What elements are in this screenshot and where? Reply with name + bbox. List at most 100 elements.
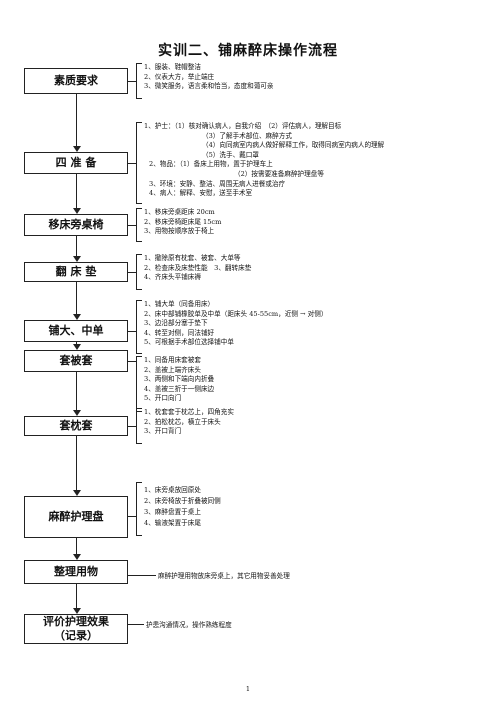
- step-items-flip-mattress: 1、撤除原有枕套、被套、大单等 2、检查床及床垫性能 3、翻转床垫 4、齐床头平…: [144, 254, 251, 283]
- list-item: 2、床中部铺橡胶单及中单（距床头 45-55cm，近侧 → 对侧）: [144, 309, 328, 318]
- connector-line: [128, 163, 136, 164]
- page-title: 实训二、铺麻醉床操作流程: [158, 43, 338, 59]
- list-item: 1、床旁桌放回原处: [144, 486, 201, 494]
- arrow-down-icon: [73, 146, 81, 152]
- step-label: 评价护理效果 （记录）: [43, 615, 109, 642]
- step-items-sheets: 1、铺大单（同备用床） 2、床中部铺橡胶单及中单（距床头 45-55cm，近侧 …: [144, 300, 327, 348]
- step-items-move-table: 1、移床旁桌距床 20cm 2、移床旁椅距床尾 15cm 3、用物按顺序放于椅上: [144, 208, 221, 237]
- flow-line: [76, 94, 77, 150]
- step-items-prepare: 1、护士：（1）核对确认病人，自我介绍 （2）评估病人，理解目标 （3）了解手术…: [144, 122, 384, 199]
- step-items-pillow-case: 1、枕套套于枕芯上，四角充实 2、拍松枕芯，横立于床头 3、开口背门: [144, 408, 234, 437]
- step-box-flip-mattress: 翻 床 垫: [24, 262, 128, 282]
- flow-line: [76, 282, 77, 318]
- step-box-pillow-case: 套枕套: [24, 416, 128, 436]
- list-item: 2、检查床及床垫性能 3、翻转床垫: [144, 263, 252, 272]
- list-item: 1、护士：（1）核对确认病人，自我介绍 （2）评估病人，理解目标: [144, 122, 342, 130]
- list-item: 3、环境：安静、整洁、周围无病人进餐或治疗: [149, 179, 286, 188]
- list-item: 1、铺大单（同备用床）: [144, 300, 215, 308]
- arrow-down-icon: [73, 410, 81, 416]
- step-box-sheets: 铺大、中单: [24, 320, 128, 342]
- connector-line: [128, 516, 136, 517]
- list-item: 1、服装、鞋帽整洁: [144, 63, 201, 71]
- flow-line: [76, 538, 77, 558]
- list-item: （3）了解手术部位、麻醉方式: [202, 131, 292, 140]
- step-label: 四 准 备: [55, 156, 97, 169]
- list-item: 3、两侧和下端向内折叠: [144, 375, 215, 384]
- list-item: 5、可根据手术部位选择铺中单: [144, 338, 234, 347]
- step-label: 铺大、中单: [48, 324, 104, 337]
- connector-line: [128, 272, 136, 273]
- flow-line: [76, 174, 77, 212]
- connector-line: [128, 426, 136, 427]
- step-note-evaluate: 护患沟通情况，操作熟练程度: [146, 621, 232, 629]
- arrow-down-icon: [73, 208, 81, 214]
- arrow-down-icon: [73, 344, 81, 350]
- connector-line: [128, 624, 144, 625]
- step-items-quality: 1、服装、鞋帽整洁 2、仪表大方，举止端庄 3、微笑服务，语言柔和恰当，态度和蔼…: [144, 63, 273, 92]
- connector-line: [128, 331, 136, 332]
- arrow-down-icon: [73, 256, 81, 262]
- step-box-tidy-items: 整理用物: [24, 560, 128, 584]
- list-item: （2）按需要准备麻醉护理盘等: [234, 169, 324, 178]
- list-item: 4、盖被三折于一侧床边: [144, 384, 215, 393]
- page-number: 1: [245, 685, 251, 693]
- bracket: [136, 300, 142, 354]
- step-label: 整理用物: [54, 565, 98, 578]
- bracket: [136, 208, 142, 242]
- step-box-anesthesia-tray: 麻醉护理盘: [24, 496, 128, 538]
- connector-line: [128, 361, 136, 362]
- list-item: 3、微笑服务，语言柔和恰当，态度和蔼可亲: [144, 82, 274, 91]
- list-item: 4、齐床头平铺床褥: [144, 273, 201, 282]
- step-label: 素质要求: [54, 74, 98, 87]
- list-item: 3、开口背门: [144, 427, 182, 436]
- list-item: 1、枕套套于枕芯上，四角充实: [144, 408, 234, 416]
- list-item: 1、移床旁桌距床 20cm: [144, 208, 215, 216]
- step-box-prepare: 四 准 备: [24, 152, 128, 174]
- list-item: 5、开口向门: [144, 394, 182, 403]
- bracket: [136, 122, 142, 204]
- bracket: [136, 254, 142, 290]
- flow-line: [76, 372, 77, 414]
- flow-line: [76, 584, 77, 612]
- list-item: （4）向同病室内病人做好解释工作，取得同病室内病人的理解: [202, 141, 385, 150]
- step-label: 套枕套: [59, 419, 93, 432]
- list-item: 3、边沿部分塞于垫下: [144, 319, 208, 328]
- arrow-down-icon: [73, 554, 81, 560]
- step-label: 移床旁桌椅: [48, 218, 104, 231]
- bracket: [136, 482, 142, 536]
- connector-line: [128, 575, 156, 576]
- arrow-down-icon: [73, 314, 81, 320]
- flow-line: [76, 236, 77, 260]
- arrow-down-icon: [73, 490, 81, 496]
- bracket: [136, 356, 142, 412]
- step-note-tidy-items: 麻醉护理用物放床旁桌上，其它用物妥善处理: [158, 572, 290, 580]
- step-box-evaluate: 评价护理效果 （记录）: [24, 614, 128, 644]
- list-item: 2、拍松枕芯，横立于床头: [144, 417, 221, 426]
- list-item: 2、物品：（1）备床上用物，置于护理车上: [149, 160, 273, 169]
- step-label: 翻 床 垫: [55, 265, 97, 278]
- step-box-move-table: 移床旁桌椅: [24, 214, 128, 236]
- arrow-down-icon: [73, 608, 81, 614]
- list-item: 4、输液架置于床尾: [144, 519, 201, 527]
- flow-line: [76, 436, 77, 494]
- list-item: 4、转至对侧，同法铺好: [144, 328, 215, 337]
- list-item: 2、移床旁椅距床尾 15cm: [144, 217, 222, 226]
- step-box-quality: 素质要求: [24, 68, 128, 94]
- list-item: 2、仪表大方，举止端庄: [144, 72, 215, 81]
- bracket: [136, 63, 142, 99]
- list-item: 3、用物按顺序放于椅上: [144, 227, 215, 236]
- connector-line: [128, 81, 136, 82]
- list-item: 3、麻醉盘置于桌上: [144, 508, 201, 516]
- list-item: 4、病人：解释、安慰，送至手术室: [149, 189, 253, 198]
- list-item: （5）洗手、戴口罩: [202, 150, 259, 159]
- list-item: 1、撤除原有枕套、被套、大单等: [144, 254, 241, 262]
- step-label: 套被套: [59, 354, 93, 367]
- step-items-anesthesia-tray: 1、床旁桌放回原处 2、床旁椅放于折叠被同侧 3、麻醉盘置于桌上 4、输液架置于…: [144, 485, 221, 529]
- step-box-quilt-cover: 套被套: [24, 350, 128, 372]
- list-item: 1、同备用床套被套: [144, 356, 201, 364]
- bracket: [136, 408, 142, 444]
- step-label: 麻醉护理盘: [48, 510, 104, 523]
- list-item: 2、床旁椅放于折叠被同侧: [144, 497, 221, 505]
- list-item: 2、盖被上端齐床头: [144, 365, 201, 374]
- step-items-quilt-cover: 1、同备用床套被套 2、盖被上端齐床头 3、两侧和下端向内折叠 4、盖被三折于一…: [144, 356, 214, 404]
